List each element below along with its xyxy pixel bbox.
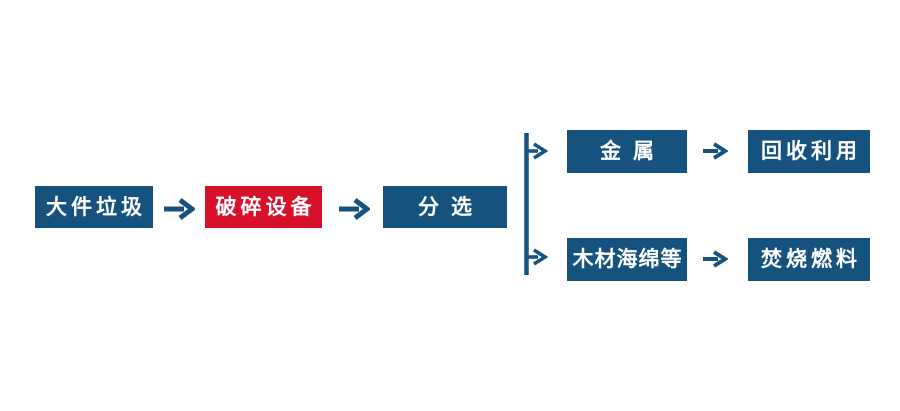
- node-metal: 金属: [567, 130, 687, 173]
- node-bulky-waste-label: 大件垃圾: [46, 195, 146, 219]
- arrow-right-icon: [338, 197, 370, 221]
- node-sorting: 分选: [383, 186, 507, 228]
- node-recycling-label: 回收利用: [761, 140, 861, 163]
- node-incineration-fuel-label: 焚烧燃料: [761, 248, 861, 271]
- arrow-right-icon: [702, 250, 728, 268]
- node-incineration-fuel: 焚烧燃料: [748, 238, 870, 281]
- arrow-right-icon: [163, 197, 195, 221]
- node-sorting-label: 分选: [418, 195, 484, 219]
- node-crushing-equipment-label: 破碎设备: [215, 195, 316, 219]
- arrow-right-icon: [702, 142, 728, 160]
- node-wood-sponge-etc-label: 木材海绵等: [572, 248, 683, 271]
- branch-bracket-arrows-icon: [522, 131, 552, 277]
- node-wood-sponge-etc: 木材海绵等: [567, 238, 687, 281]
- node-metal-label: 金属: [600, 140, 666, 163]
- node-recycling: 回收利用: [748, 130, 870, 173]
- node-bulky-waste: 大件垃圾: [35, 186, 153, 228]
- node-crushing-equipment: 破碎设备: [205, 186, 322, 228]
